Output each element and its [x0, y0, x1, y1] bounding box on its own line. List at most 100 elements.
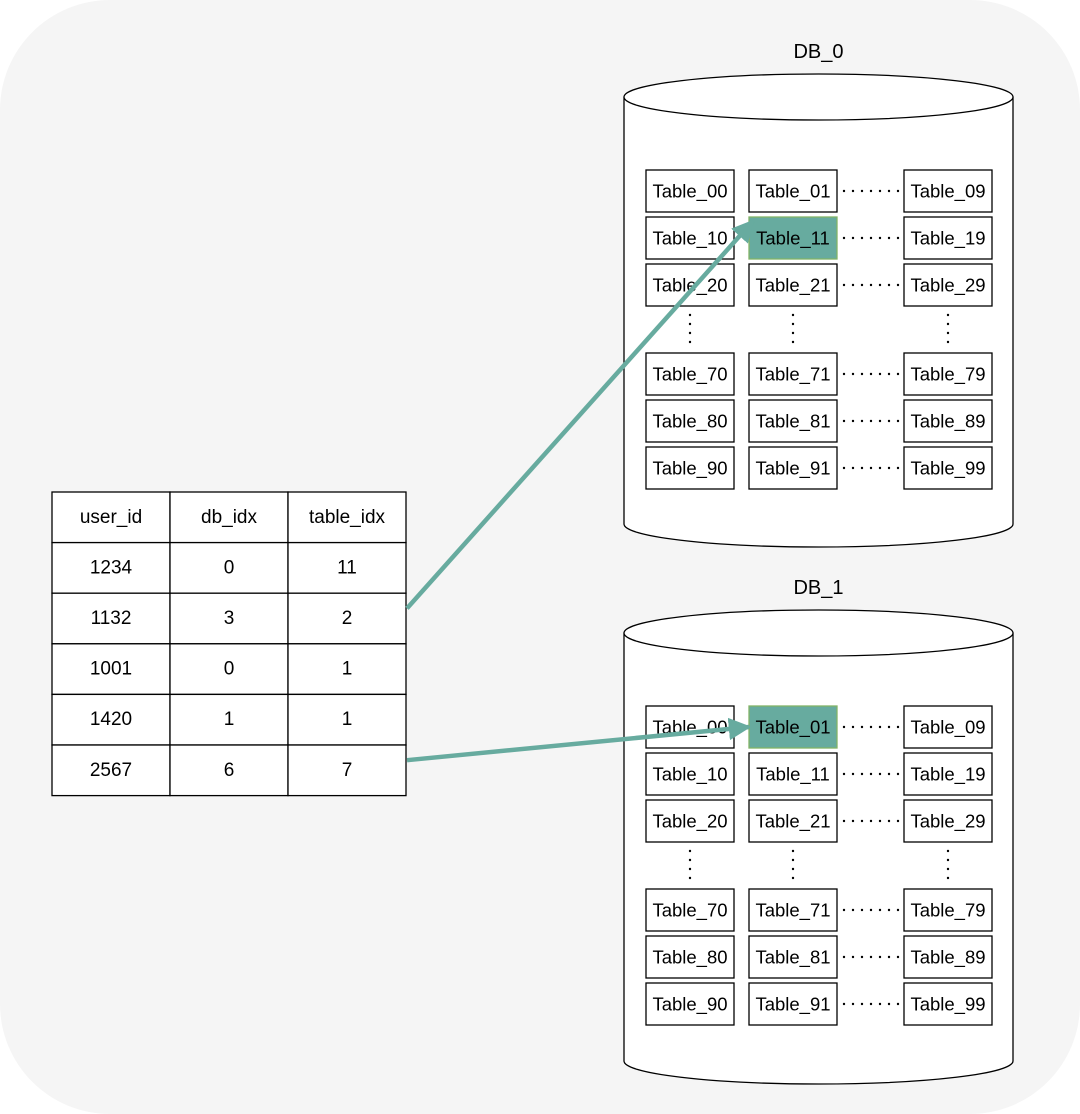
table-box — [748, 399, 838, 443]
table-box — [903, 982, 993, 1026]
table-cell-text: 1234 — [90, 557, 133, 578]
table-box-highlighted — [748, 705, 838, 749]
table-cell-text: 1 — [224, 709, 235, 730]
table-box — [903, 263, 993, 307]
table-box — [748, 352, 838, 396]
table-box — [645, 935, 735, 979]
table-box — [748, 446, 838, 490]
database-label: DB_0 — [793, 41, 843, 63]
table-box — [645, 216, 735, 260]
table-box-label: Table_11 — [756, 228, 830, 250]
table-cell — [287, 744, 407, 797]
table-cell-text: 0 — [224, 557, 235, 578]
table-cell — [169, 592, 289, 645]
table-box — [903, 446, 993, 490]
table-box — [748, 935, 838, 979]
table-header-text: user_id — [80, 507, 142, 528]
table-box — [903, 888, 993, 932]
table-box-label: Table_70 — [652, 364, 727, 386]
table-box — [645, 399, 735, 443]
table-box — [748, 169, 838, 213]
table-box — [748, 888, 838, 932]
table-box-label: Table_91 — [755, 458, 830, 480]
table-cell — [169, 693, 289, 746]
table-box-label: Table_71 — [755, 900, 830, 922]
table-box-label: Table_19 — [910, 228, 985, 250]
table-box-label: Table_20 — [652, 275, 727, 297]
table-box — [645, 799, 735, 843]
table-box — [903, 935, 993, 979]
table-cell-text: 2567 — [90, 760, 132, 781]
mapping-arrow — [405, 219, 755, 610]
table-cell — [287, 592, 407, 645]
table-cell — [51, 592, 171, 645]
table-box-label: Table_21 — [755, 275, 830, 297]
table-box — [903, 352, 993, 396]
table-box — [645, 169, 735, 213]
table-box-label: Table_19 — [910, 764, 985, 786]
table-box — [645, 705, 735, 749]
table-cell-text: 3 — [224, 608, 235, 629]
table-box-label: Table_09 — [910, 717, 985, 739]
table-box-label: Table_79 — [910, 900, 985, 922]
table-box-label: Table_20 — [652, 811, 727, 833]
table-box-label: Table_80 — [652, 947, 727, 969]
mapping-arrows — [405, 219, 755, 763]
table-box — [645, 982, 735, 1026]
table-box-label: Table_99 — [910, 994, 985, 1016]
table-cell-text: 1420 — [90, 709, 132, 730]
table-box-label: Table_90 — [652, 458, 727, 480]
table-box — [748, 752, 838, 796]
table-cell-text: 1132 — [91, 608, 132, 629]
table-box-label: Table_01 — [755, 181, 830, 203]
table-cell — [287, 541, 407, 594]
table-box-label: Table_91 — [755, 994, 830, 1016]
table-box-label: Table_81 — [755, 411, 830, 433]
table-box-label: Table_90 — [652, 994, 727, 1016]
table-box — [903, 799, 993, 843]
table-cell — [287, 643, 407, 696]
table-header-text: table_idx — [309, 507, 386, 528]
table-box-label: Table_10 — [652, 228, 727, 250]
table-box-label: Table_10 — [652, 764, 727, 786]
table-box — [645, 888, 735, 932]
table-box-label: Table_29 — [910, 811, 985, 833]
cylinder-top — [623, 609, 1014, 657]
table-cell-text: 2 — [342, 608, 353, 629]
table-box-highlighted — [748, 216, 838, 260]
table-box-label: Table_81 — [755, 947, 830, 969]
table-box-label: Table_11 — [756, 764, 830, 786]
table-header-cell — [287, 491, 407, 544]
table-box-label: Table_70 — [652, 900, 727, 922]
table-box-label: Table_89 — [910, 947, 985, 969]
table-box — [748, 799, 838, 843]
table-cell — [287, 693, 407, 746]
table-box-label: Table_71 — [755, 364, 830, 386]
table-box — [645, 446, 735, 490]
table-box — [903, 216, 993, 260]
table-box — [748, 263, 838, 307]
table-header-text: db_idx — [201, 507, 257, 528]
cylinder-top — [623, 73, 1014, 121]
table-cell-text: 7 — [342, 760, 353, 781]
table-cell-text: 0 — [224, 659, 235, 680]
table-box-label: Table_79 — [910, 364, 985, 386]
table-box-label: Table_00 — [652, 181, 727, 203]
table-cell — [169, 643, 289, 696]
table-cell — [51, 693, 171, 746]
table-box-label: Table_01 — [755, 717, 830, 739]
table-cell — [169, 541, 289, 594]
table-box — [645, 752, 735, 796]
table-box — [903, 399, 993, 443]
table-cell-text: 11 — [337, 557, 357, 578]
table-cell-text: 1 — [342, 709, 353, 730]
table-box-label: Table_21 — [755, 811, 830, 833]
table-box — [903, 705, 993, 749]
table-box — [645, 352, 735, 396]
table-box-label: Table_99 — [910, 458, 985, 480]
